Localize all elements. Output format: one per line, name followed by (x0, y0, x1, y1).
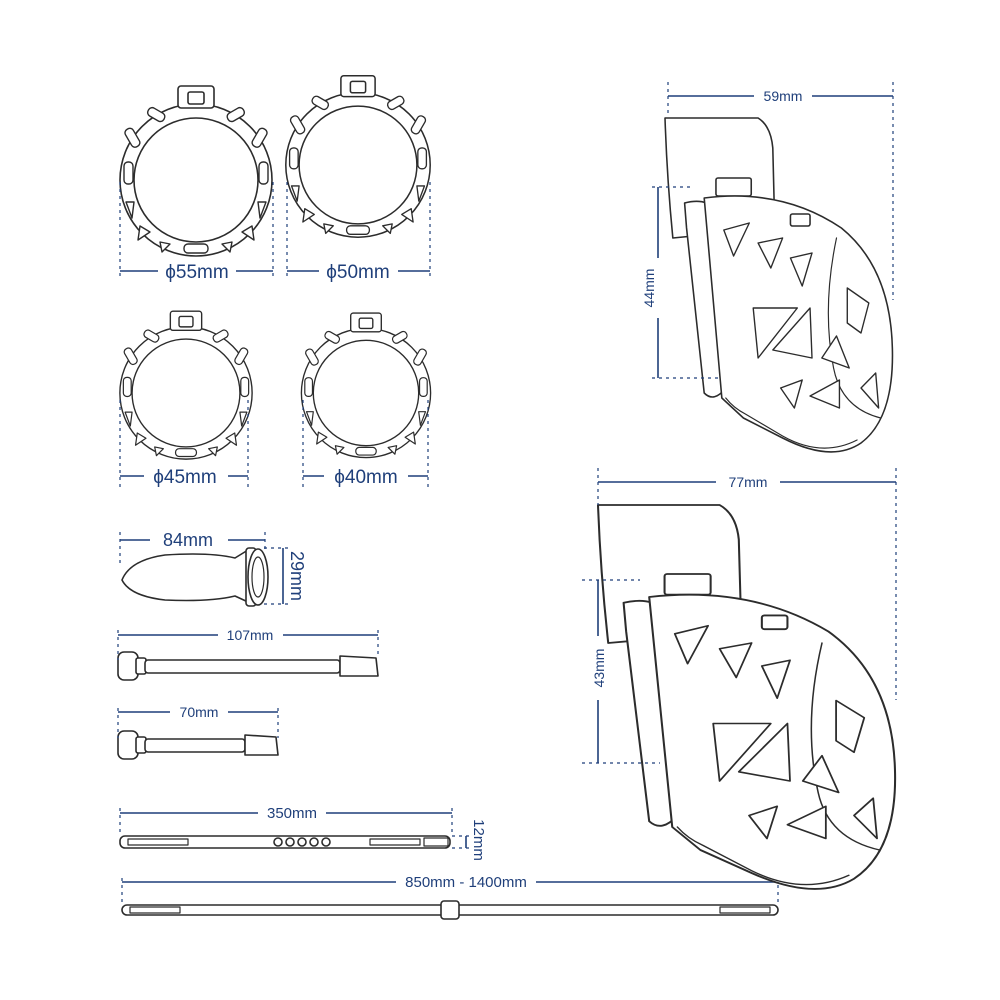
ring-50: ϕ50mm (285, 74, 431, 283)
tube-long-label: 107mm (227, 627, 274, 643)
ring-55-label: ϕ55mm (165, 262, 228, 283)
ring-40: ϕ40mm (300, 312, 432, 488)
belt-short-length-label: 350mm (267, 805, 317, 822)
plug-height-label: 29mm (287, 551, 307, 601)
plug-length-label: 84mm (163, 530, 213, 550)
ring-55: ϕ55mm (119, 85, 274, 283)
ring-50-label: ϕ50mm (326, 262, 389, 283)
ring-45-label: ϕ45mm (153, 467, 216, 488)
ring-40-label: ϕ40mm (334, 467, 397, 488)
plug: 84mm 29mm (119, 530, 307, 607)
belt-short-width-label: 12mm (470, 819, 487, 861)
tube-short: 70mm (117, 704, 279, 760)
cage-large-height-label: 43mm (591, 649, 607, 688)
cage-small-height-label: 44mm (641, 269, 657, 308)
belt-long-length-label: 850mm - 1400mm (405, 874, 527, 891)
cage-large-width-label: 77mm (729, 474, 768, 490)
tube-long: 107mm (117, 627, 379, 681)
cage-small-width-label: 59mm (764, 88, 803, 104)
belt-long: 850mm - 1400mm (121, 874, 779, 920)
tube-short-label: 70mm (180, 704, 219, 720)
cage-small: 59mm 44mm (641, 82, 894, 453)
ring-45: ϕ45mm (119, 310, 253, 488)
belt-short: 350mm 12mm (119, 805, 487, 861)
cage-large: 77mm 43mm (582, 468, 897, 890)
